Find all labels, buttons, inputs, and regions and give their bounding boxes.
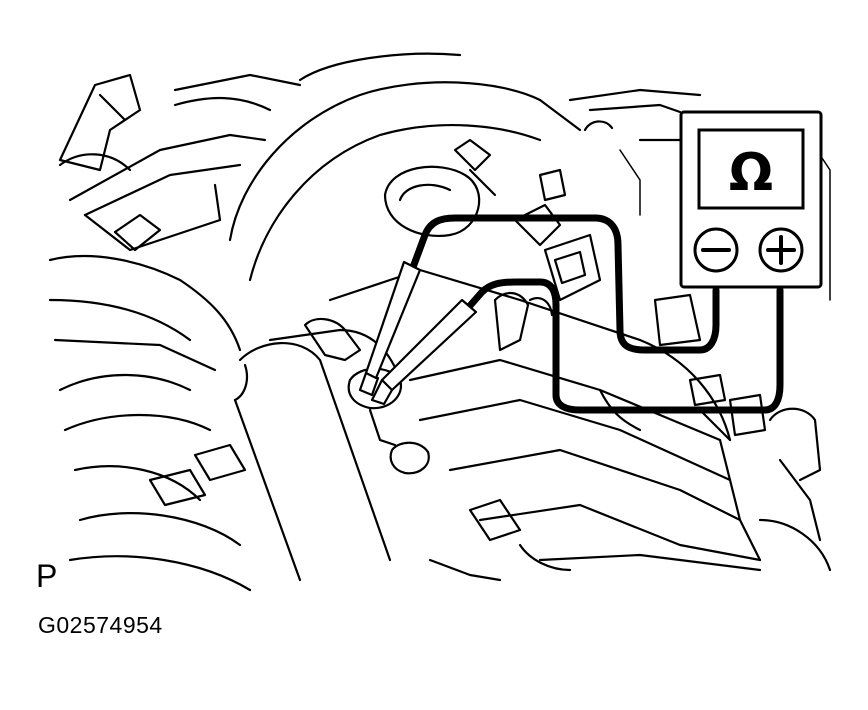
figure-code: G02574954 (38, 612, 163, 638)
ohm-symbol: Ω (729, 143, 773, 203)
positive-lead-wire (464, 278, 784, 414)
engine-bay-lineart (48, 52, 832, 592)
ohmmeter: Ω (679, 110, 823, 289)
test-leads (358, 214, 784, 414)
negative-lead-wire (408, 214, 720, 354)
ohmmeter-display (697, 128, 805, 210)
view-label: P (36, 558, 58, 594)
negative-probe (364, 260, 422, 380)
